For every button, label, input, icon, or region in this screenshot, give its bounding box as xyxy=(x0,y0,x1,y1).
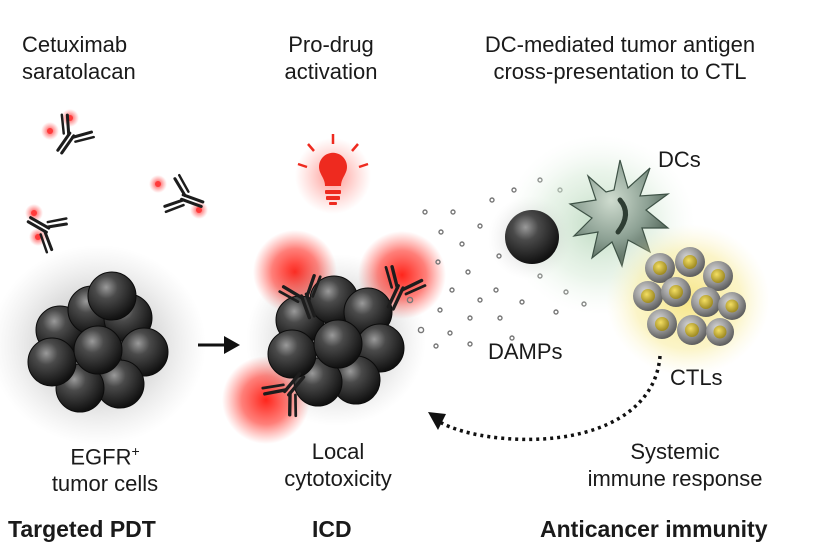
light-bulb-icon xyxy=(295,134,371,214)
drug-label: Cetuximab saratolacan xyxy=(22,31,182,85)
antibody-icon xyxy=(41,109,97,165)
dc-presentation-line1: DC-mediated tumor antigen xyxy=(484,32,756,57)
t-cell-icon xyxy=(633,247,746,346)
dcs-label: DCs xyxy=(658,147,701,172)
footer-targeted-pdt: Targeted PDT xyxy=(8,516,156,542)
dying-tumor-cell xyxy=(488,196,572,280)
egfr-label-line2: tumor cells xyxy=(51,471,159,497)
antibody-icon xyxy=(149,172,211,225)
antibody-icon xyxy=(18,201,71,256)
arrow-icon xyxy=(428,355,662,442)
dc-presentation-label: DC-mediated tumor antigen cross-presenta… xyxy=(440,31,800,85)
local-label: Local cytotoxicity xyxy=(258,438,418,492)
systemic-label-line2: immune response xyxy=(587,466,763,491)
egfr-label: EGFR+ tumor cells xyxy=(20,438,190,497)
local-label-line1: Local xyxy=(311,439,365,464)
systemic-label-line1: Systemic xyxy=(630,439,720,464)
arrow-icon xyxy=(198,336,240,354)
prodrug-label-line1: Pro-drug xyxy=(288,32,374,57)
prodrug-label-line2: activation xyxy=(284,59,378,84)
footer-anticancer-immunity: Anticancer immunity xyxy=(540,516,768,542)
dc-presentation-line2: cross-presentation to CTL xyxy=(493,59,747,84)
systemic-label: Systemic immune response xyxy=(560,438,790,492)
egfr-text: EGFR xyxy=(70,444,132,470)
ctls-label: CTLs xyxy=(670,365,723,390)
local-label-line2: cytotoxicity xyxy=(284,466,392,491)
drug-label-line1: Cetuximab xyxy=(22,32,128,57)
drug-label-line2: saratolacan xyxy=(22,59,136,84)
prodrug-label: Pro-drug activation xyxy=(256,31,406,85)
tumor-cluster-icon xyxy=(246,254,426,426)
footer-icd: ICD xyxy=(312,516,352,542)
egfr-sup: + xyxy=(131,443,140,459)
damps-label: DAMPs xyxy=(488,339,563,364)
tumor-cluster-icon xyxy=(0,245,206,445)
egfr-label-line1: EGFR+ xyxy=(20,438,190,470)
